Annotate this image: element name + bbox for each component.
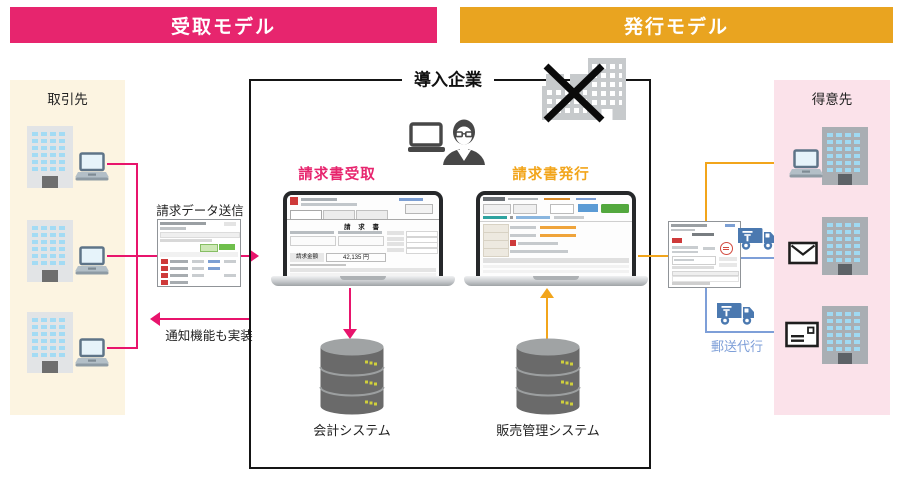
send-data-screenshot — [157, 219, 241, 287]
database-icon-sales — [515, 338, 581, 415]
invoice-amount-label: 請求金額 — [290, 253, 324, 262]
receive-laptop: 請 求 書 請求金額 42,135 円 — [283, 191, 443, 276]
mail-truck-icon — [717, 303, 754, 325]
receive-laptop-base — [271, 276, 455, 286]
partners-title: 取引先 — [47, 92, 88, 107]
building-icon — [822, 306, 868, 364]
building-icon — [27, 312, 73, 373]
sales-system-label: 販売管理システム — [496, 423, 600, 438]
flow-line-partner3 — [107, 347, 137, 349]
building-icon — [27, 126, 73, 188]
laptop-icon — [75, 152, 109, 181]
receive-model-label: 受取モデル — [170, 16, 276, 38]
invoice-issue-screen — [480, 195, 632, 276]
building-icon — [822, 217, 868, 275]
company-title: 導入企業 — [402, 65, 494, 91]
flow-line-from-sales — [546, 297, 548, 339]
database-icon-accounting — [319, 338, 385, 415]
issue-model-banner: 発行モデル — [460, 7, 893, 43]
person-laptop-icon — [408, 119, 485, 165]
flow-line-agency-down — [705, 288, 707, 332]
flow-line-to-accounting — [349, 288, 351, 330]
customers-title: 得意先 — [811, 92, 853, 107]
mail-truck-icon — [738, 228, 775, 250]
envelope-icon — [788, 241, 818, 265]
flow-line-web-up — [705, 163, 707, 221]
receive-heading: 請求書受取 — [298, 167, 376, 183]
postcard-icon — [785, 321, 819, 348]
building-icon — [27, 220, 73, 282]
receive-model-banner: 受取モデル — [10, 7, 437, 43]
flow-line-agency-right — [705, 331, 775, 333]
laptop-icon — [75, 246, 109, 275]
issue-laptop — [476, 191, 636, 276]
issued-invoice-screenshot — [668, 221, 741, 288]
flow-line-issue-out — [638, 255, 668, 257]
flow-arrow-send — [249, 249, 259, 263]
flow-arrow-notify — [150, 312, 160, 326]
building-icon — [822, 127, 868, 185]
flow-line-partner1 — [107, 163, 137, 165]
laptop-icon — [75, 338, 109, 367]
issue-heading: 請求書発行 — [512, 167, 590, 183]
flow-line-web-right — [705, 162, 779, 164]
mail-agency-label: 郵送代行 — [710, 339, 763, 354]
x-mark-icon — [543, 63, 605, 123]
invoice-screen-title: 請 求 書 — [343, 224, 383, 231]
invoice-receive-screen: 請 求 書 請求金額 42,135 円 — [287, 195, 439, 276]
flow-line-partner2 — [107, 255, 137, 257]
flow-arrow-to-accounting — [343, 329, 357, 339]
issue-laptop-base — [464, 276, 648, 286]
send-data-label: 請求データ送信 — [156, 204, 244, 218]
issue-model-label: 発行モデル — [623, 16, 729, 38]
accounting-system-label: 会計システム — [313, 423, 391, 438]
flow-arrow-from-sales — [540, 288, 554, 298]
invoice-amount-value: 42,135 円 — [326, 253, 386, 262]
laptop-icon — [789, 149, 823, 178]
flow-line-notify — [159, 318, 249, 320]
notify-label: 通知機能も実装 — [165, 329, 253, 343]
flow-line-mail — [741, 257, 778, 259]
